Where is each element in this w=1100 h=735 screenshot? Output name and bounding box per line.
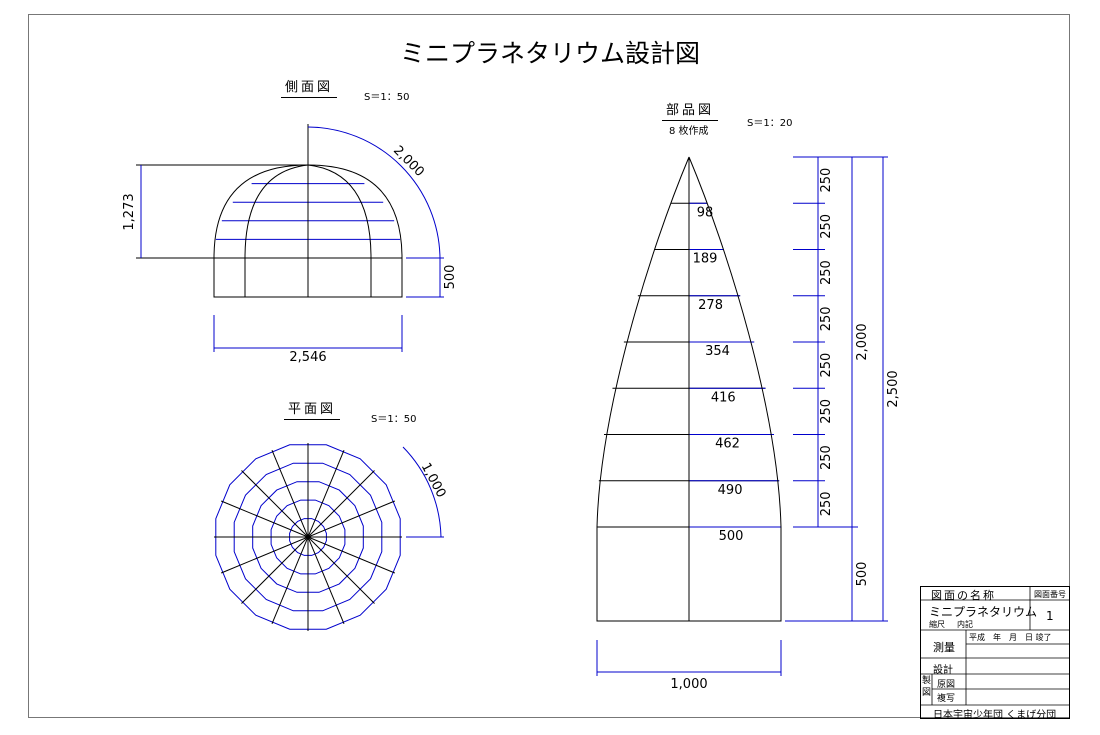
gore-edge-left xyxy=(596,156,690,528)
dome-rib-left xyxy=(244,164,309,259)
title-block-design: 設計 xyxy=(933,665,953,676)
plan-spoke xyxy=(221,500,395,574)
title-block: 図面の名称 図面番号 ミニプラネタリウム 1 縮尺 内記 測量 平成 年 月 日… xyxy=(920,586,1070,721)
side-view: 1,273 2,000 500 2,546 xyxy=(122,124,458,365)
gore-width-label: 490 xyxy=(718,483,743,498)
title-block-date-heading: 平成 年 月 日 竣了 xyxy=(969,633,1052,642)
plan-ring xyxy=(289,518,327,556)
plan-view-label: 平面図 xyxy=(284,398,341,420)
title-block-scale-label: 縮尺 xyxy=(929,620,945,629)
dim-base-value: 500 xyxy=(855,562,870,587)
segment-length-label: 250 xyxy=(819,214,834,239)
dome-ribs xyxy=(244,164,372,259)
plan-ring xyxy=(252,481,364,593)
title-block-production: 製図 xyxy=(922,676,932,698)
gore-width-label: 354 xyxy=(705,344,730,359)
dim-width-value: 2,546 xyxy=(289,350,326,365)
title-block-drawing-name: ミニプラネタリウム xyxy=(929,605,1038,619)
dim-arc-quarter xyxy=(307,126,441,259)
dim-width-value: 1,000 xyxy=(670,677,707,692)
title-block-drawing-number: 1 xyxy=(1046,609,1054,623)
title-block-tracing: 複写 xyxy=(937,694,956,704)
plan-view: 1,000 xyxy=(214,443,448,631)
plan-dim-arc xyxy=(402,446,442,538)
title-block-header-number: 図面番号 xyxy=(1034,590,1066,599)
plan-ring xyxy=(270,499,346,575)
title-block-survey: 測量 xyxy=(933,641,955,654)
segment-length-label: 250 xyxy=(819,445,834,470)
title-block-organization: 日本宇宙少年団 くまげ分団 xyxy=(933,710,1057,721)
title-block-header-name: 図面の名称 xyxy=(931,589,996,602)
plan-rings xyxy=(215,444,401,630)
gore-width-label: 416 xyxy=(711,390,736,405)
plan-dim-radius-value: 1,000 xyxy=(418,460,449,500)
drawing-title: ミニプラネタリウム設計図 xyxy=(399,39,700,68)
plan-ring xyxy=(215,444,401,630)
title-block-scale-value: 内記 xyxy=(957,620,973,629)
segment-length-label: 250 xyxy=(819,168,834,193)
dim-height-value: 1,273 xyxy=(122,193,137,230)
dim-total-value: 2,000 xyxy=(855,323,870,360)
gore-edge-right xyxy=(688,156,782,528)
gore-width-label: 278 xyxy=(698,298,723,313)
plan-spokes xyxy=(214,443,402,631)
parts-view-scale: S＝1：20 xyxy=(747,118,793,129)
segment-length-label: 250 xyxy=(819,353,834,378)
segment-length-label: 250 xyxy=(819,260,834,285)
dim-overall-value: 2,500 xyxy=(886,370,901,407)
segment-length-label: 250 xyxy=(819,306,834,331)
side-view-label: 側面図 xyxy=(281,76,338,98)
gore-width-label: 462 xyxy=(715,437,740,452)
parts-view-label: 部品図 xyxy=(662,99,719,121)
dome-rib-right xyxy=(307,164,372,259)
dim-wall-value: 500 xyxy=(443,265,458,290)
side-view-scale: S＝1：50 xyxy=(364,92,410,103)
segment-length-label: 250 xyxy=(819,491,834,516)
title-block-original: 原図 xyxy=(937,680,956,690)
plan-view-scale: S＝1：50 xyxy=(371,414,417,425)
parts-view-note: 8 枚作成 xyxy=(669,126,709,137)
segment-length-label: 250 xyxy=(819,399,834,424)
plan-ring xyxy=(233,462,383,612)
gore-width-label: 500 xyxy=(719,529,744,544)
drawing-frame xyxy=(28,14,1070,718)
gore-width-label: 189 xyxy=(693,252,718,267)
title-block-lines xyxy=(920,586,1070,706)
segment-dimensions: 250 250 250 250 250 250 250 250 xyxy=(793,156,834,528)
